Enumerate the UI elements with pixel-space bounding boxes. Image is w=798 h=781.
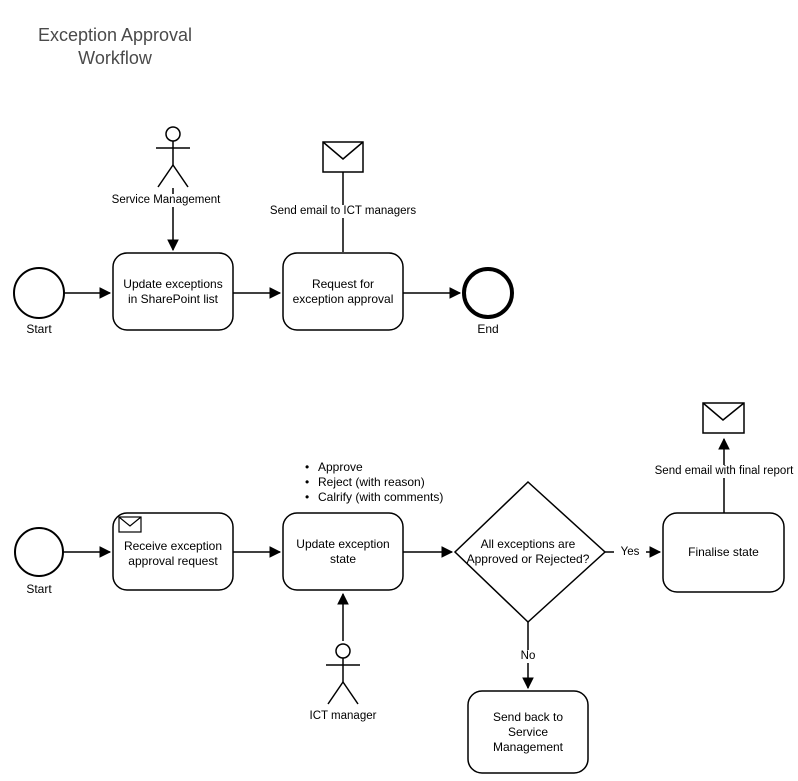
diagram-title: Exception Approval Workflow [37, 25, 193, 68]
task-receive-request-label: Receive exception approval request [123, 538, 223, 568]
message-icon-small [118, 516, 142, 533]
list-item: • Reject (with reason) [305, 475, 443, 490]
task-request-approval-label: Request for exception approval [292, 276, 394, 306]
end-event-label: End [477, 322, 499, 336]
bullet-icon: • [305, 490, 310, 504]
message-annotation-bottom-label: Send email with final report [651, 465, 797, 478]
option-reject: Reject (with reason) [318, 475, 425, 489]
task-finalise-shape [662, 512, 785, 593]
task-update-state-shape [282, 512, 404, 591]
task-request-approval-shape [282, 252, 404, 331]
decision-diamond [453, 480, 607, 624]
task-update-sharepoint-shape [112, 252, 234, 331]
start-event-bottom [14, 527, 64, 577]
list-item: • Approve [305, 460, 443, 475]
list-item: • Calrify (with comments) [305, 490, 443, 505]
bullet-icon: • [305, 460, 310, 474]
no-branch-label: No [515, 650, 541, 663]
actor-ict-manager-label: ICT manager [309, 710, 377, 722]
task-update-state-label: Update exception state [296, 536, 390, 566]
task-finalise-label: Finalise state [688, 545, 759, 559]
message-envelope-top-icon [322, 141, 364, 173]
task-send-back-label: Send back to Service Management [492, 709, 564, 754]
end-event [462, 267, 514, 319]
bullet-icon: • [305, 475, 310, 489]
start-event-bottom-label: Start [26, 582, 52, 596]
actor-ict-manager-icon [326, 643, 360, 705]
update-state-options-list: • Approve • Reject (with reason) • Calri… [305, 460, 443, 505]
option-clarify: Calrify (with comments) [318, 490, 444, 504]
task-send-back-shape [467, 690, 589, 774]
task-update-sharepoint-label: Update exceptions in SharePoint list [123, 276, 223, 306]
start-event-top-label: Start [26, 322, 52, 336]
start-event-top [13, 267, 65, 319]
task-receive-request-shape [112, 512, 234, 591]
message-annotation-top-label: Send email to ICT managers [258, 205, 428, 218]
actor-service-management-icon [156, 126, 190, 188]
option-approve: Approve [318, 460, 363, 474]
yes-branch-label: Yes [614, 546, 646, 559]
message-envelope-bottom-icon [702, 402, 745, 434]
decision-question-label: All exceptions are Approved or Rejected? [466, 537, 590, 566]
actor-service-management-label: Service Management [96, 194, 236, 207]
